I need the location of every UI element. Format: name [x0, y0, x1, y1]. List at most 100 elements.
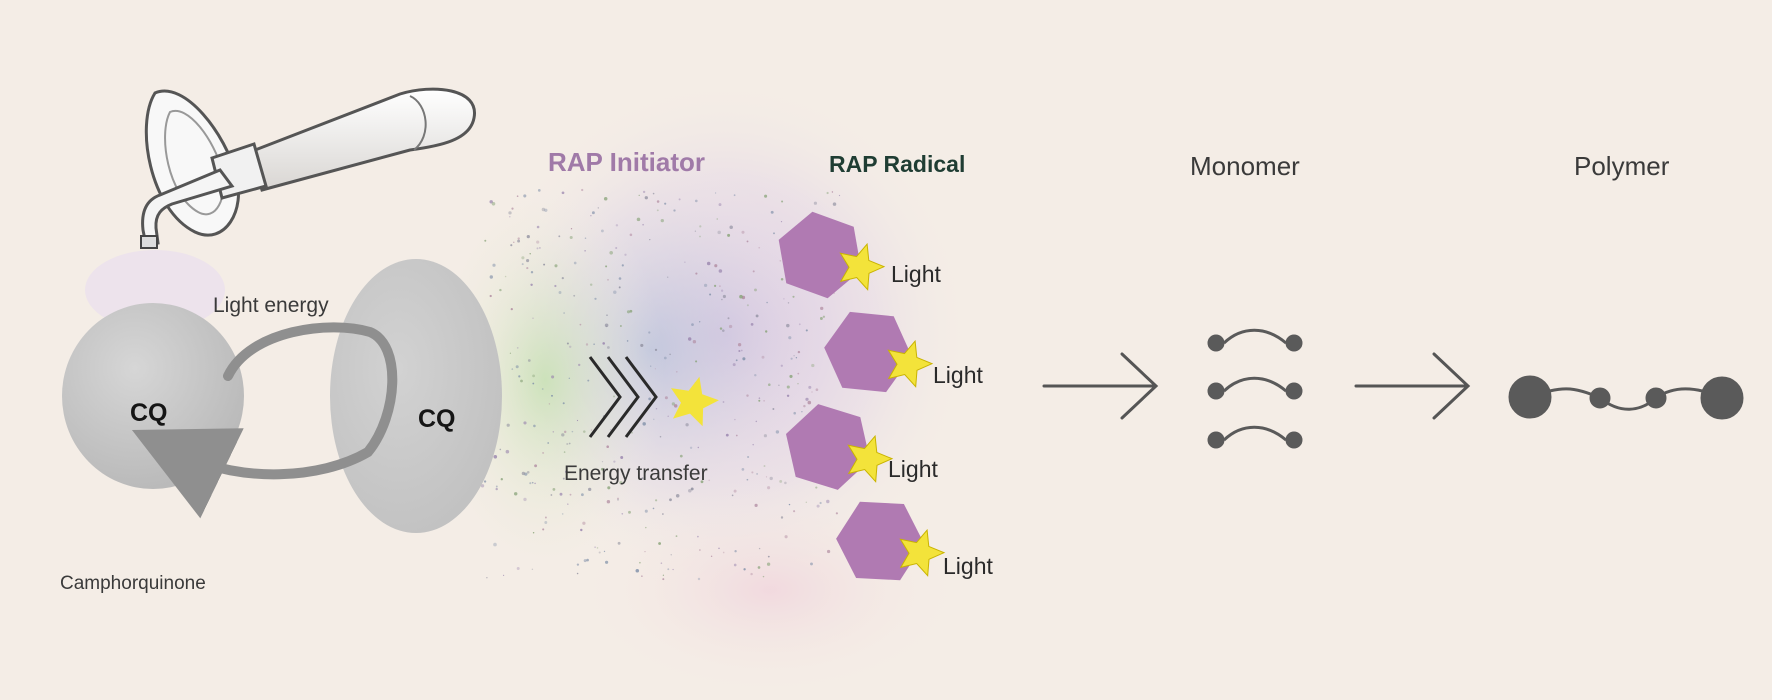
speckle-particle: [758, 397, 761, 399]
speckle-particle: [699, 225, 702, 228]
speckle-particle: [670, 554, 672, 556]
speckle-particle: [648, 397, 652, 401]
speckle-particle: [603, 197, 608, 201]
speckle-particle: [544, 521, 548, 524]
speckle-particle: [613, 290, 617, 294]
speckle-particle: [741, 468, 745, 471]
speckle-particle: [656, 209, 659, 212]
speckle-particle: [587, 379, 590, 382]
speckle-particle: [788, 336, 792, 340]
speckle-particle: [641, 575, 643, 577]
speckle-particle: [529, 252, 531, 255]
speckle-particle: [493, 542, 497, 547]
speckle-particle: [663, 356, 667, 360]
speckle-particle: [675, 535, 678, 537]
speckle-particle: [697, 446, 700, 449]
star-icon: [839, 242, 886, 291]
speckle-particle: [492, 263, 496, 267]
speckle-particle: [716, 218, 718, 220]
rap-radical-title: RAP Radical: [829, 151, 966, 177]
speckle-particle: [763, 434, 767, 438]
speckle-particle: [590, 215, 592, 217]
speckle-particle: [826, 499, 830, 504]
speckle-particle: [831, 191, 834, 193]
monomer-title: Monomer: [1190, 151, 1300, 181]
speckle-particle: [641, 477, 644, 480]
speckle-particle: [530, 271, 534, 274]
speckle-particle: [662, 574, 665, 576]
chevron-arrows-icon: [588, 356, 658, 438]
speckle-particle: [691, 323, 694, 326]
speckle-particle: [602, 342, 605, 345]
speckle-particle: [688, 488, 692, 493]
polymer-chain: [1508, 375, 1744, 420]
speckle-particle: [727, 233, 731, 237]
speckle-particle: [562, 477, 565, 480]
speckle-particle: [534, 482, 536, 485]
speckle-particle: [835, 512, 839, 515]
speckle-particle: [826, 191, 829, 195]
speckle-particle: [655, 407, 658, 410]
speckle-particle: [615, 224, 619, 227]
speckle-particle: [551, 394, 553, 397]
speckle-particle: [629, 233, 633, 237]
speckle-particle: [786, 323, 790, 328]
speckle-particle: [775, 430, 780, 434]
speckle-particle: [810, 562, 813, 566]
speckle-particle: [605, 265, 608, 268]
speckle-particle: [790, 357, 793, 360]
speckle-particle: [734, 550, 737, 553]
speckle-particle: [754, 373, 757, 377]
speckle-particle: [741, 230, 745, 234]
speckle-particle: [518, 375, 521, 378]
speckle-particle: [722, 401, 725, 403]
speckle-particle: [581, 493, 584, 497]
hexagon-icon: [786, 404, 870, 490]
speckle-particle: [581, 188, 584, 192]
speckle-particle: [600, 467, 604, 471]
rap-radicals: [778, 211, 946, 581]
speckle-particle: [786, 385, 790, 389]
speckle-particle: [618, 286, 621, 289]
speckle-particle: [805, 501, 807, 503]
speckle-particle: [529, 482, 532, 485]
speckle-particle: [735, 434, 738, 437]
speckle-particle: [548, 403, 551, 405]
speckle-particle: [735, 359, 738, 362]
speckle-particle: [798, 323, 801, 326]
speckle-particle: [597, 207, 599, 209]
speckle-particle: [558, 291, 562, 294]
speckle-particle: [789, 374, 793, 378]
speckle-particle: [613, 460, 616, 463]
speckle-particle: [819, 317, 823, 320]
speckle-particle: [541, 388, 544, 390]
speckle-particle: [510, 307, 513, 311]
speckle-particle: [607, 346, 610, 349]
speckle-particle: [754, 503, 758, 507]
speckle-particle: [727, 317, 730, 320]
speckle-particle: [584, 250, 586, 252]
speckle-particle: [746, 240, 749, 243]
speckle-particle: [813, 201, 818, 205]
speckle-particle: [695, 360, 698, 363]
speckle-particle: [559, 492, 563, 496]
speckle-particle: [700, 480, 704, 484]
speckle-particle: [544, 208, 548, 212]
speckle-particle: [750, 323, 754, 326]
energy-cycle-arrow: [131, 322, 398, 519]
speckle-particle: [650, 365, 652, 367]
speckle-particle: [819, 501, 822, 505]
speckle-particle: [516, 347, 519, 349]
speckle-particle: [728, 324, 733, 329]
speckle-particle: [743, 568, 746, 571]
speckle-particle: [766, 301, 768, 304]
speckle-particle: [742, 357, 746, 361]
speckle-particle: [565, 470, 568, 474]
speckle-particle: [752, 270, 755, 273]
speckle-particle: [763, 400, 765, 402]
speckle-particle: [708, 479, 711, 482]
speckle-particle: [654, 348, 658, 352]
speckle-particle: [511, 368, 514, 370]
speckle-particle: [489, 294, 492, 298]
speckle-particle: [669, 498, 672, 502]
